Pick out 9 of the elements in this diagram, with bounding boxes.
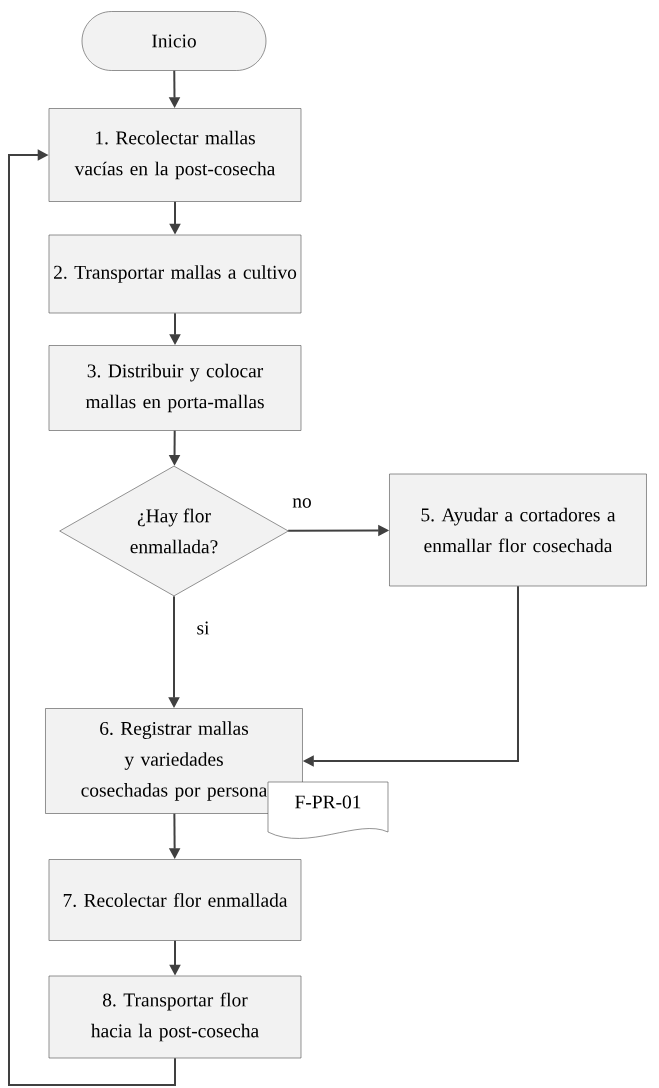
process-box: 8. Transportar flor hacia la post-cosecha [48,975,302,1059]
arrow [8,149,176,1086]
edge-label: si [195,620,211,636]
process-box: 2. Transportar mallas a cultivo [48,234,302,314]
process-box: 3. Distribuir y colocar mallas en porta-mallas [48,345,302,431]
process-box: 5. Ayudar a cortadores a enmallar flor cosechada [389,473,647,587]
process-box: 1. Recolectar mallas vacías en la post-cosecha [48,108,302,202]
process-box: 7. Recolectar flor enmallada [48,859,302,941]
edge-label: no [291,497,313,509]
